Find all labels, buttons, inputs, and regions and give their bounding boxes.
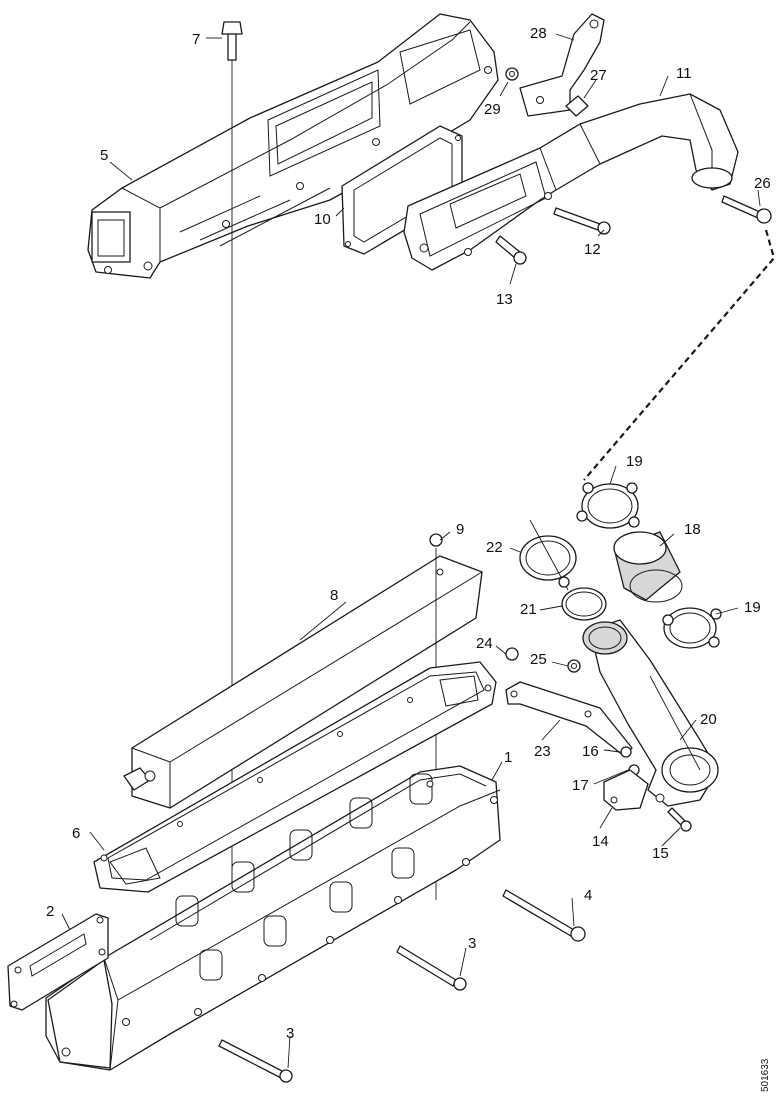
part-8-heater-element — [123, 555, 483, 809]
callout-27: 27 — [590, 67, 607, 84]
callout-3-middle: 3 — [468, 935, 476, 952]
callout-28: 28 — [530, 25, 547, 42]
part-15-screw — [667, 807, 692, 832]
part-20-elbow-pipe — [582, 619, 719, 807]
part-28-bracket — [519, 13, 605, 117]
callout-15: 15 — [652, 845, 669, 862]
leader-lines — [61, 33, 761, 1069]
callout-9: 9 — [456, 521, 464, 538]
callout-6: 6 — [72, 825, 80, 842]
callout-7: 7 — [192, 31, 200, 48]
callout-20: 20 — [700, 711, 717, 728]
callout-16: 16 — [582, 743, 599, 760]
part-2-flange-gasket — [7, 913, 109, 1011]
connection-line — [583, 229, 776, 481]
callout-19-lower: 19 — [744, 599, 761, 616]
drawing-code: 501633 — [760, 1058, 771, 1092]
callout-1: 1 — [504, 749, 512, 766]
part-22-clamp — [519, 519, 577, 591]
callout-13: 13 — [496, 291, 513, 308]
part-19-clamp-lower — [662, 607, 722, 649]
part-11-inlet-pipe — [403, 93, 739, 271]
part-12-bolt — [553, 207, 611, 235]
part-10-gasket — [341, 125, 463, 255]
callout-3-lower: 3 — [286, 1025, 294, 1042]
callout-17: 17 — [572, 777, 589, 794]
part-24-bolt — [505, 647, 519, 661]
callout-8: 8 — [330, 587, 338, 604]
callout-14: 14 — [592, 833, 609, 850]
part-16-nut — [620, 746, 632, 758]
part-3-bolt-lower — [218, 1039, 293, 1083]
part-25-nut — [567, 659, 581, 673]
callout-labels: 7 5 10 11 12 13 26 28 27 29 9 8 6 1 2 4 … — [46, 25, 771, 1042]
callout-25: 25 — [530, 651, 547, 668]
part-29-nut — [505, 67, 519, 81]
callout-24: 24 — [476, 635, 493, 652]
part-5-upper-manifold — [87, 13, 499, 279]
callout-12: 12 — [584, 241, 601, 258]
callout-23: 23 — [534, 743, 551, 760]
part-27-spacer — [565, 95, 589, 117]
callout-18: 18 — [684, 521, 701, 538]
part-1-intake-manifold — [45, 765, 501, 1071]
part-3-bolt-middle — [396, 945, 467, 991]
part-26-bolt — [721, 195, 772, 224]
callout-22: 22 — [486, 539, 503, 556]
callout-10: 10 — [314, 211, 331, 228]
part-21-o-ring — [561, 587, 607, 621]
part-14-bracket — [603, 769, 649, 811]
part-19-clamp-upper — [576, 482, 640, 529]
callout-2: 2 — [46, 903, 54, 920]
callout-21: 21 — [520, 601, 537, 618]
callout-29: 29 — [484, 101, 501, 118]
part-6-gasket — [93, 661, 497, 893]
part-18-sleeve — [613, 531, 683, 603]
part-4-bolt — [502, 889, 586, 942]
part-13-bolt — [495, 235, 527, 265]
callout-5: 5 — [100, 147, 108, 164]
callout-11: 11 — [676, 65, 692, 82]
callout-4: 4 — [584, 887, 592, 904]
callout-26: 26 — [754, 175, 771, 192]
callout-19-upper: 19 — [626, 453, 643, 470]
